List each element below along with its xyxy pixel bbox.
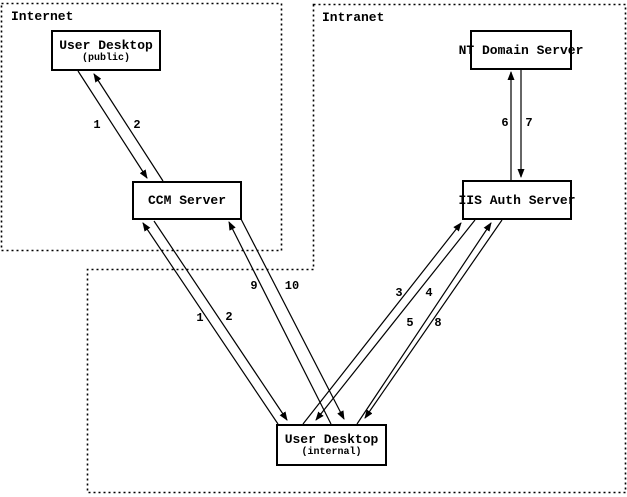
node-title: User Desktop [284, 432, 379, 447]
node-ccm-server: CCM Server [132, 181, 242, 220]
edge-label-4: 4 [425, 286, 433, 300]
node-subtitle: (internal) [301, 447, 362, 458]
edge-label-6: 6 [501, 116, 509, 130]
edge-line-2-ccm-to-internal [153, 220, 288, 421]
edge-line-4-iis-to-internal [315, 219, 476, 421]
edge-label-1-internal-ccm: 1 [196, 311, 204, 325]
edge-label-7: 7 [525, 116, 533, 130]
node-subtitle: (public) [81, 52, 130, 64]
internet-region-border [0, 2, 283, 252]
edge-label-2-ccm-public: 2 [133, 118, 141, 132]
edge-label-5: 5 [406, 316, 414, 330]
edge-line-5-internal-to-iis [356, 222, 492, 425]
edge-label-9: 9 [250, 279, 258, 293]
node-title: User Desktop [59, 37, 153, 53]
edge-line-10-ccm-to-internal [240, 218, 345, 420]
intranet-region-label: Intranet [322, 10, 385, 25]
intranet-region-border [86, 3, 627, 494]
edge-label-10: 10 [284, 279, 300, 293]
edge-line-8-iis-to-internal [364, 219, 503, 419]
internet-region-label: Internet [11, 9, 74, 24]
node-user-desktop-public: User Desktop (public) [51, 30, 161, 71]
node-user-desktop-internal: User Desktop (internal) [276, 424, 387, 466]
edge-line-2-ccm-to-public [93, 73, 164, 182]
node-title: IIS Auth Server [458, 192, 576, 208]
edge-line-1-internal-to-ccm [142, 222, 279, 425]
node-title: NT Domain Server [458, 42, 584, 58]
edge-label-1-public-ccm: 1 [93, 118, 101, 132]
node-iis-auth-server: IIS Auth Server [458, 180, 576, 220]
edge-line-1-public-to-ccm [77, 70, 148, 179]
edge-line-9-internal-to-ccm [228, 221, 332, 425]
node-title: CCM Server [147, 193, 226, 208]
edge-label-8: 8 [434, 316, 442, 330]
edge-label-3: 3 [395, 286, 403, 300]
node-nt-domain-server: NT Domain Server [459, 30, 583, 70]
edge-label-2-ccm-internal: 2 [225, 310, 233, 324]
